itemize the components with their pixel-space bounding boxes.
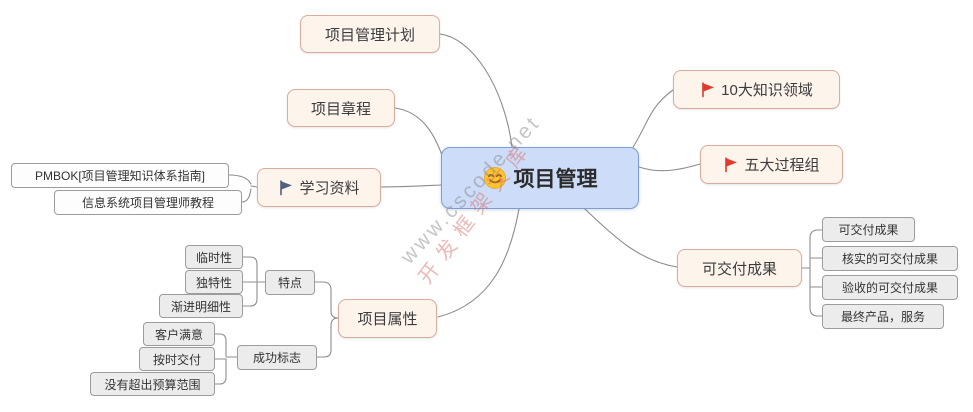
node-label: 验收的可交付成果 [841, 281, 938, 295]
node-project-charter[interactable]: 项目章程 [287, 89, 395, 127]
node-label: 成功标志 [252, 351, 301, 365]
node-label: 可交付成果 [838, 223, 899, 237]
node-deliverables[interactable]: 可交付成果 [677, 249, 802, 287]
node-label: 项目属性 [357, 311, 418, 328]
node-final-product-service[interactable]: 最终产品，服务 [822, 304, 944, 329]
node-knowledge-areas[interactable]: 10大知识领域 [673, 70, 840, 109]
red-flag-icon [702, 82, 715, 98]
smiling-face-emoji-icon [483, 167, 506, 189]
node-label: 特点 [277, 276, 302, 290]
node-temporary[interactable]: 临时性 [185, 245, 243, 269]
node-label: PMBOK[项目管理知识体系指南] [34, 169, 205, 183]
node-label: 没有超出预算范围 [104, 377, 201, 392]
node-deliverable-result[interactable]: 可交付成果 [822, 217, 915, 242]
node-label: 可交付成果 [701, 260, 777, 278]
node-label: 五大过程组 [744, 157, 820, 174]
node-unique[interactable]: 独特性 [185, 270, 243, 294]
node-progressive-elaboration[interactable]: 渐进明细性 [159, 294, 243, 318]
node-label: 客户满意 [154, 327, 203, 342]
node-pm-tutorial[interactable]: 信息系统项目管理师教程 [54, 190, 242, 215]
node-label: 独特性 [195, 275, 232, 290]
node-label: 最终产品，服务 [840, 310, 925, 324]
red-flag-icon [725, 157, 738, 173]
node-project-attributes[interactable]: 项目属性 [338, 299, 437, 338]
node-project-plan[interactable]: 项目管理计划 [300, 15, 440, 53]
node-verified-deliverable[interactable]: 核实的可交付成果 [822, 246, 958, 271]
node-success-markers[interactable]: 成功标志 [237, 345, 317, 370]
node-label: 信息系统项目管理师教程 [81, 196, 214, 210]
node-label: 按时交付 [152, 352, 201, 367]
node-on-time-delivery[interactable]: 按时交付 [139, 347, 215, 371]
node-accepted-deliverable[interactable]: 验收的可交付成果 [822, 275, 958, 300]
node-process-groups[interactable]: 五大过程组 [700, 145, 843, 184]
node-study-materials[interactable]: 学习资料 [257, 168, 381, 207]
node-features[interactable]: 特点 [265, 270, 315, 295]
node-label: 10大知识领域 [721, 82, 813, 99]
node-label: 项目管理计划 [324, 26, 415, 44]
node-customer-satisfaction[interactable]: 客户满意 [143, 322, 215, 346]
node-project-management[interactable]: 项目管理 [441, 147, 639, 209]
node-label: 学习资料 [299, 180, 360, 197]
node-label: 项目管理 [513, 168, 598, 191]
blue-flag-icon [280, 180, 293, 196]
node-within-budget[interactable]: 没有超出预算范围 [90, 372, 215, 396]
node-label: 临时性 [195, 250, 232, 265]
node-label: 项目章程 [310, 100, 371, 118]
node-label: 渐进明细性 [170, 299, 231, 314]
node-pmbok-guide[interactable]: PMBOK[项目管理知识体系指南] [11, 163, 229, 188]
node-label: 核实的可交付成果 [841, 252, 938, 266]
